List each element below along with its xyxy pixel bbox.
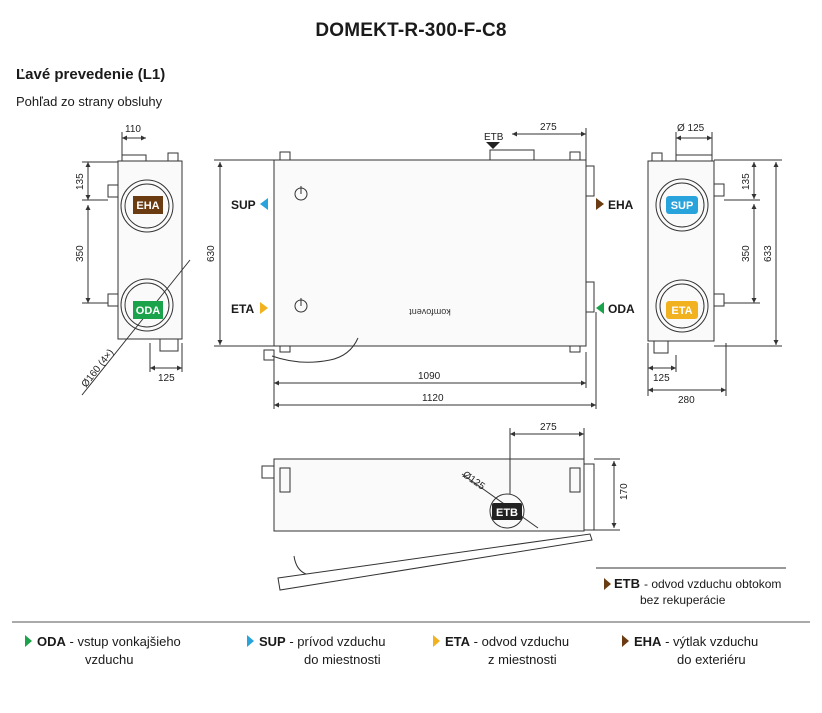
eha-arrow-front — [596, 198, 604, 210]
dim-left-mid: 350 — [75, 245, 86, 262]
legend-eta-text: ETA - odvod vzduchu — [445, 634, 569, 649]
eta-label-right: ETA — [671, 305, 692, 317]
dim-right-mid: 350 — [741, 245, 752, 262]
etb-badge-top — [492, 503, 522, 520]
sup-label-right: SUP — [671, 200, 694, 212]
brand-label: komfovent — [409, 307, 451, 317]
sup-badge-right — [666, 196, 698, 214]
right-side-view — [647, 132, 782, 396]
dim-right-depth: 280 — [678, 395, 695, 406]
eta-arrow-front — [260, 302, 268, 314]
view-label: Pohľad zo strany obsluhy — [16, 94, 163, 109]
sup-label-front: SUP — [231, 198, 256, 212]
legend: ODA - vstup vonkajšieho vzduchu SUP - pr… — [25, 634, 758, 667]
legend-oda-code: ODA — [37, 634, 67, 649]
legend-eta-code: ETA — [445, 634, 471, 649]
legend-oda-arrow — [25, 635, 32, 647]
legend-eta-arrow — [433, 635, 440, 647]
dim-duct-diameter: Ø160 (4×) — [80, 347, 117, 389]
etb-label-front: ETB — [484, 132, 504, 143]
oda-badge-left — [133, 301, 163, 319]
legend-oda-text: ODA - vstup vonkajšieho — [37, 634, 181, 649]
eha-label-front: EHA — [608, 198, 634, 212]
legend-eha-text: EHA - výtlak vzduchu — [634, 634, 758, 649]
legend-sup-line2: do miestnosti — [304, 652, 381, 667]
dim-front-outer: 1120 — [422, 393, 444, 404]
dim-front-top: 275 — [540, 122, 557, 133]
dim-right-top-offset: 135 — [741, 173, 752, 190]
dim-left-top-offset: 135 — [75, 173, 86, 190]
dim-left-height: 630 — [206, 245, 217, 262]
front-view — [214, 128, 597, 409]
etb-label-top: ETB — [496, 507, 518, 519]
page-title: DOMEKT-R-300-F-C8 — [315, 20, 507, 41]
legend-sup-arrow — [247, 635, 254, 647]
dim-right-height: 633 — [763, 245, 774, 262]
legend-eha-line2: do exteriéru — [677, 652, 746, 667]
sup-arrow-front — [260, 198, 268, 210]
etb-arrow-front — [486, 142, 500, 149]
oda-arrow-front — [596, 302, 604, 314]
variant-subtitle: Ľavé prevedenie (L1) — [16, 66, 166, 83]
etb-note-code: ETB — [614, 576, 640, 591]
legend-sup-line1: - prívod vzduchu — [286, 634, 386, 649]
legend-eha-code: EHA — [634, 634, 662, 649]
dim-right-bottom: 125 — [653, 373, 670, 384]
oda-label-left: ODA — [136, 305, 161, 317]
eta-label-front: ETA — [231, 302, 254, 316]
legend-eta-line1: - odvod vzduchu — [470, 634, 569, 649]
legend-oda-line1: - vstup vonkajšieho — [66, 634, 181, 649]
dim-left-top-width: 110 — [125, 124, 141, 135]
eha-badge-left — [133, 196, 163, 214]
etb-note-arrow — [604, 578, 611, 590]
left-side-view — [81, 132, 191, 396]
oda-label-front: ODA — [608, 302, 635, 316]
legend-sup-code: SUP — [259, 634, 286, 649]
dim-left-bottom: 125 — [158, 373, 175, 384]
etb-note-line2: bez rekuperácie — [640, 593, 726, 607]
etb-note-line1: - odvod vzduchu obtokom — [644, 577, 781, 591]
legend-eha-line1: - výtlak vzduchu — [661, 634, 758, 649]
legend-eta-line2: z miestnosti — [488, 652, 557, 667]
dim-top-view-height: 170 — [619, 483, 630, 500]
top-view — [261, 428, 786, 591]
legend-eha-arrow — [622, 635, 629, 647]
eha-label-left: EHA — [136, 200, 159, 212]
dim-right-diameter: Ø 125 — [677, 123, 705, 134]
eta-badge-right — [666, 301, 698, 319]
dim-top-view-offset: 275 — [540, 422, 557, 433]
dim-front-inner: 1090 — [418, 371, 441, 382]
legend-oda-line2: vzduchu — [85, 652, 133, 667]
legend-sup-text: SUP - prívod vzduchu — [259, 634, 385, 649]
